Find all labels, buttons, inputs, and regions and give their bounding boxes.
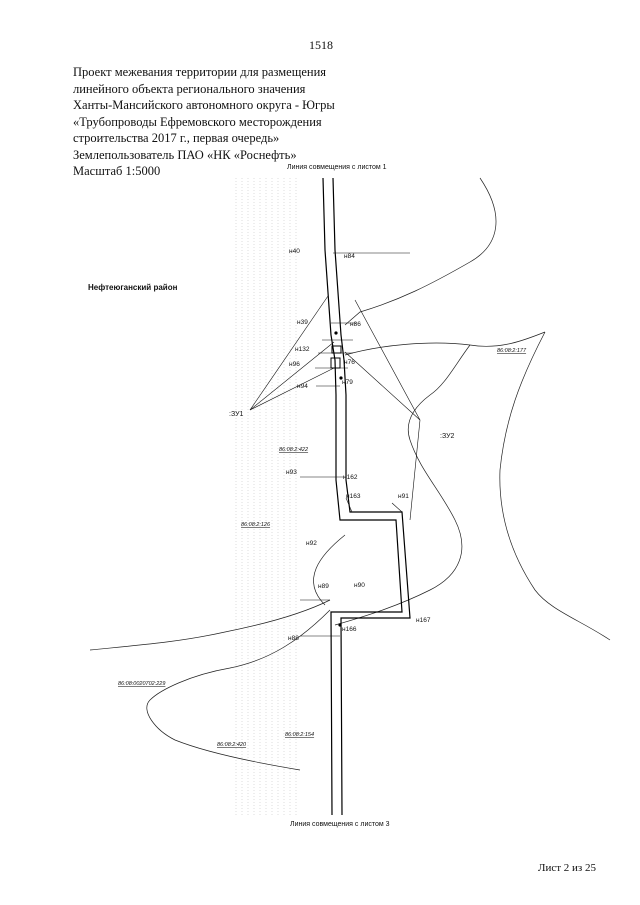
point-label: н96: [289, 361, 300, 368]
point-label: н167: [416, 617, 431, 624]
point-label: н86: [350, 321, 361, 328]
point-label: н162: [343, 474, 358, 481]
point-label: н94: [297, 383, 308, 390]
cadastral-number: 86:08:0020702:229: [118, 681, 165, 687]
title-line: линейного объекта регионального значения: [73, 81, 306, 96]
parcel-label-zu1: :ЗУ1: [229, 411, 244, 418]
cadastral-number: 86:08:2:422: [279, 447, 308, 453]
pipeline-route: [322, 177, 411, 816]
point-label: н89: [318, 583, 329, 590]
parcel-lines: [249, 252, 421, 637]
region-name: Нефтеюганский район: [88, 283, 178, 292]
survey-points: [330, 331, 343, 627]
point-label: н92: [306, 540, 317, 547]
scale-line: Масштаб 1:5000: [73, 164, 161, 178]
point-label: н132: [295, 346, 310, 353]
cadastral-number: 86:08:2:126: [241, 522, 271, 528]
point-label: н39: [297, 319, 308, 326]
parcel-label-zu2: :ЗУ2: [440, 433, 455, 440]
shaded-band: [235, 178, 297, 815]
point-label: н84: [344, 253, 355, 260]
boundary-contours: [89, 177, 611, 771]
point-label: н79: [342, 379, 353, 386]
sheet-label: Лист 2 из 25: [538, 862, 597, 874]
point-label: н76: [344, 359, 355, 366]
point-label: н91: [398, 493, 409, 500]
point-label: н88: [288, 635, 299, 642]
point-label: н166: [342, 626, 357, 633]
title-line: Ханты-Мансийского автономного округа - Ю…: [73, 98, 335, 112]
point-label: н40: [289, 248, 300, 255]
match-line-bottom: Линия совмещения с листом 3: [290, 821, 390, 828]
title-line: строительства 2017 г., первая очередь»: [73, 131, 280, 145]
title-line: Землепользователь ПАО «НК «Роснефть»: [73, 147, 297, 162]
point-label: н90: [354, 582, 365, 589]
title-line: «Трубопроводы Ефремовского месторождения: [73, 114, 322, 129]
title-line: Проект межевания территории для размещен…: [73, 65, 327, 79]
cadastral-number: 86:08:2:154: [285, 732, 314, 738]
point-label: н163: [346, 493, 361, 500]
cadastral-number: 86:08:2:420: [217, 742, 247, 748]
point-label: н93: [286, 469, 297, 476]
title-block: Проект межевания территории для размещен…: [73, 64, 373, 180]
match-line-top: Линия совмещения с листом 1: [287, 164, 387, 171]
cadastral-number: 86:08:2:177: [497, 348, 527, 354]
page-number: 1518: [309, 38, 333, 52]
